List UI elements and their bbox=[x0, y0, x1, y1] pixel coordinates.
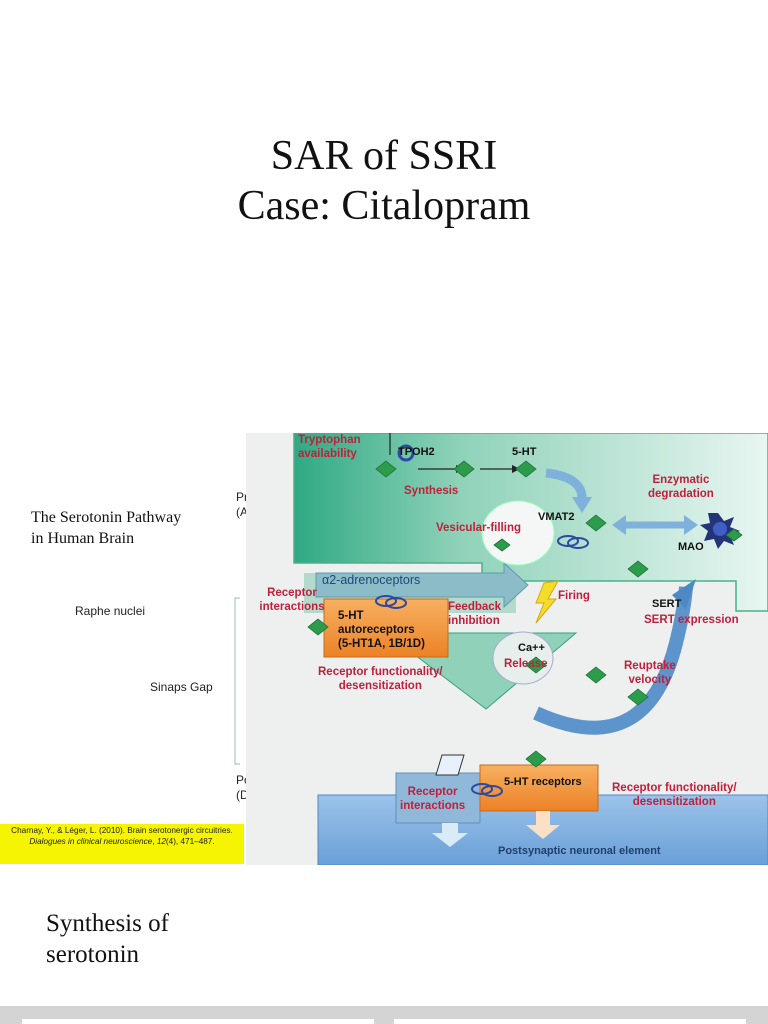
post-functionality-line2: desensitization bbox=[632, 796, 716, 808]
functionality-label: Receptor functionality/ desensitization bbox=[318, 665, 443, 693]
raphe-label: Raphe nuclei bbox=[75, 604, 146, 618]
mao-label: MAO bbox=[678, 541, 704, 553]
feedback-line2: inhibition bbox=[448, 615, 500, 627]
next-slide-left-panel bbox=[22, 1019, 374, 1024]
receptor-interactions-line2: interactions bbox=[259, 601, 325, 613]
vesicular-label: Vesicular-filling bbox=[436, 522, 521, 534]
citation-box: Charnay, Y., & Léger, L. (2010). Brain s… bbox=[0, 824, 244, 864]
sert-label: SERT bbox=[652, 598, 682, 610]
pathway-title-line1: The Serotonin Pathway bbox=[31, 509, 182, 526]
diagram-graphics bbox=[293, 433, 768, 865]
tryptophan-label: Tryptophan availability bbox=[298, 433, 361, 461]
post-functionality-line1: Receptor functionality/ bbox=[612, 782, 737, 794]
enzymatic-line2: degradation bbox=[648, 488, 714, 500]
postsynaptic-label: Postsynaptic neuronal element bbox=[498, 845, 661, 857]
citation-authors: Charnay, Y., & Léger, L. (2010). Brain s… bbox=[11, 826, 233, 835]
functionality-line2: desensitization bbox=[338, 680, 422, 692]
receptor-interactions-label: Receptor interactions bbox=[252, 586, 332, 614]
post-interactions-label: Receptor interactions bbox=[400, 785, 465, 813]
feedback-label: Feedback inhibition bbox=[448, 600, 501, 628]
citation-pages: (4), 471–487. bbox=[165, 837, 215, 846]
synthesis-heading: Synthesis of serotonin bbox=[46, 908, 169, 970]
autoreceptor-line3: (5-HT1A, 1B/1D) bbox=[338, 638, 425, 650]
pathway-title-line2: in Human Brain bbox=[31, 530, 135, 547]
next-slide-right-panel bbox=[394, 1019, 746, 1024]
release-label: Release bbox=[504, 658, 548, 670]
vmat2-label: VMAT2 bbox=[538, 511, 575, 523]
tryptophan-line1: Tryptophan bbox=[298, 434, 361, 446]
autoreceptor-label: 5-HT autoreceptors (5-HT1A, 1B/1D) bbox=[338, 609, 425, 651]
autoreceptor-line2: autoreceptors bbox=[338, 624, 415, 636]
citation-volume: 12 bbox=[156, 837, 166, 846]
sert-expression-label: SERT expression bbox=[644, 614, 739, 626]
enzymatic-line1: Enzymatic bbox=[652, 474, 710, 486]
feedback-line1: Feedback bbox=[448, 601, 502, 613]
reuptake-label: Reuptake velocity bbox=[624, 659, 676, 687]
citation-journal: Dialogues in clinical neuroscience bbox=[29, 837, 153, 846]
synthesis-label: Synthesis bbox=[404, 485, 459, 497]
bracket-line bbox=[234, 597, 240, 765]
post-interactions-line2: interactions bbox=[400, 800, 466, 812]
post-interactions-line1: Receptor bbox=[407, 786, 458, 798]
enzymatic-label: Enzymatic degradation bbox=[648, 473, 714, 501]
synthesis-heading-line2: serotonin bbox=[46, 941, 140, 968]
reuptake-line1: Reuptake bbox=[624, 660, 676, 672]
tryptophan-line2: availability bbox=[298, 448, 357, 460]
firing-label: Firing bbox=[558, 590, 590, 602]
functionality-line1: Receptor functionality/ bbox=[318, 666, 443, 678]
ht5-label: 5-HT bbox=[512, 446, 537, 458]
serotonin-diamonds bbox=[307, 460, 743, 768]
autoreceptor-line1: 5-HT bbox=[338, 610, 364, 622]
synthesis-heading-line1: Synthesis of bbox=[46, 910, 169, 937]
firing-icon bbox=[535, 580, 559, 624]
autoreceptor-box bbox=[323, 598, 449, 658]
receptor-interactions-line1: Receptor bbox=[267, 587, 317, 599]
receptors5ht-label: 5-HT receptors bbox=[504, 776, 582, 788]
ca-label: Ca++ bbox=[518, 642, 545, 654]
alpha2-arrow bbox=[315, 561, 529, 609]
serotonin-diagram: Tryptophan availability TPOH2 5-HT Synth… bbox=[246, 433, 768, 865]
pathway-title: The Serotonin Pathway in Human Brain bbox=[31, 507, 181, 549]
slide-title-line2: Case: Citalopram bbox=[237, 183, 531, 229]
reuptake-line2: velocity bbox=[628, 674, 672, 686]
post-functionality-label: Receptor functionality/ desensitization bbox=[612, 781, 737, 809]
alpha2-label: α2-adrenoceptors bbox=[322, 573, 421, 587]
tpoh2-label: TPOH2 bbox=[398, 446, 435, 458]
citation-sep: , bbox=[152, 837, 157, 846]
gap-label: Sinaps Gap bbox=[150, 680, 213, 694]
slide-title-line1: SAR of SSRI bbox=[270, 133, 498, 179]
